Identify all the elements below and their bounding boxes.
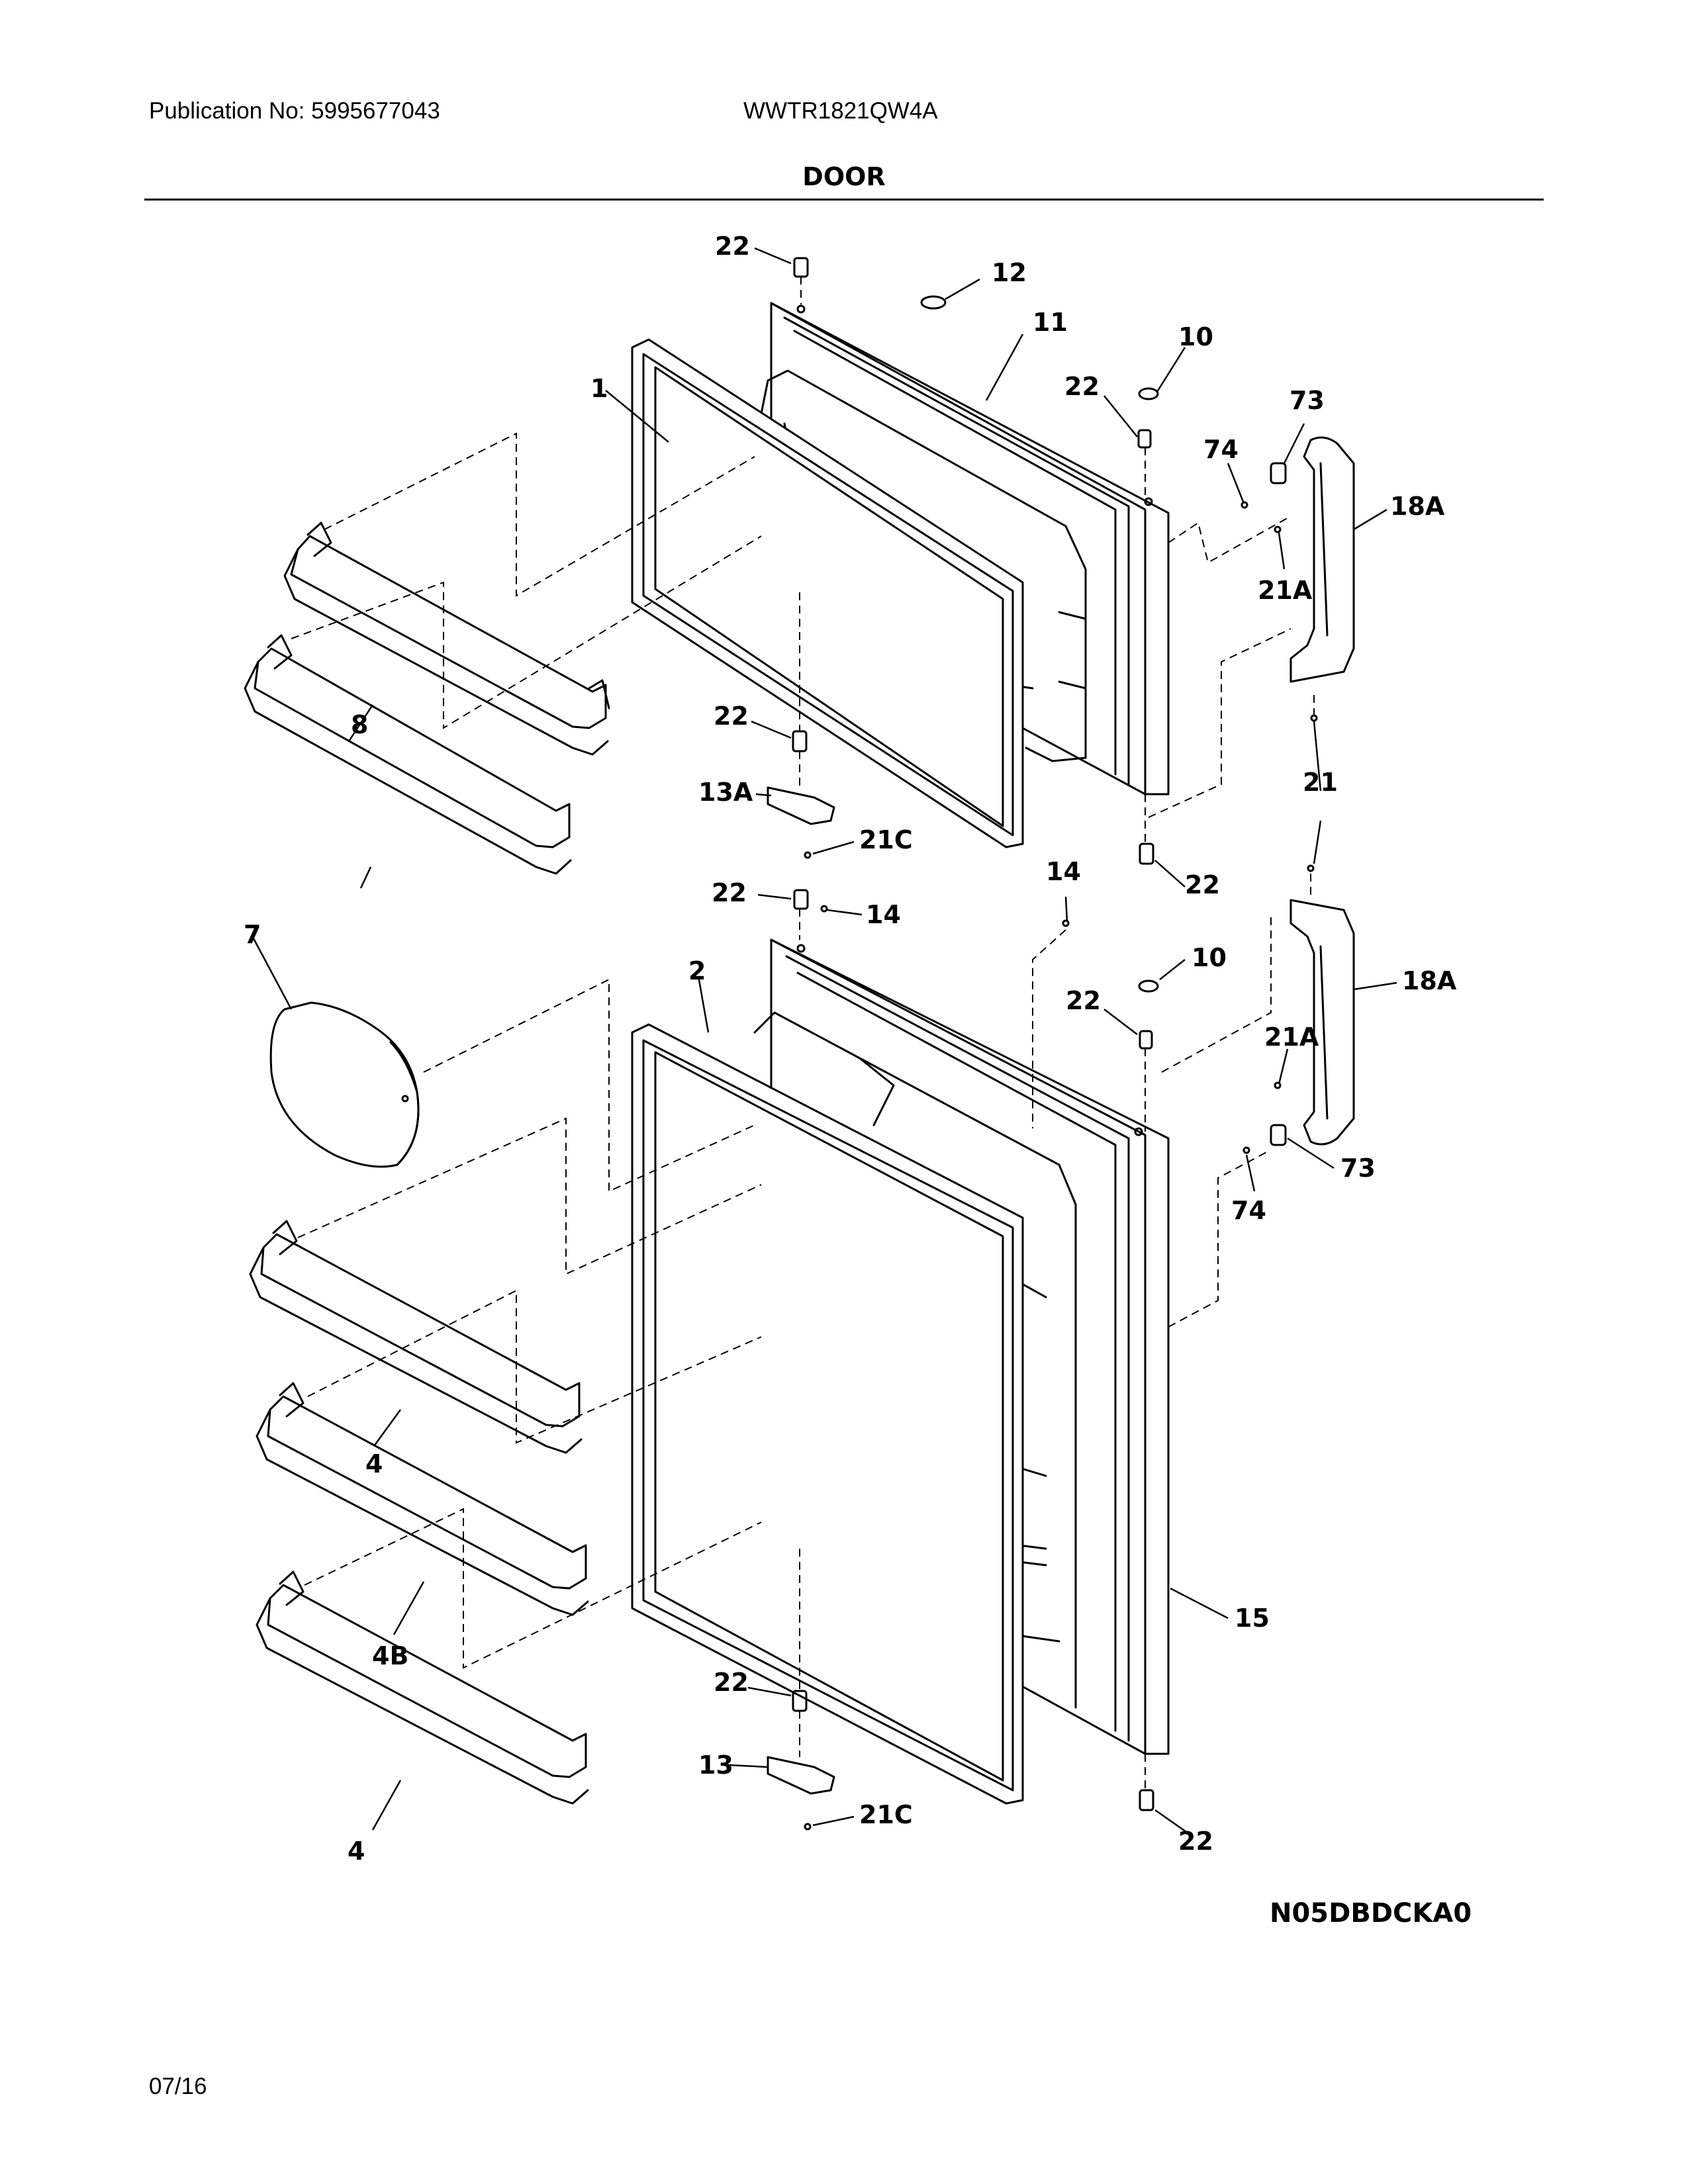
publication-number: Publication No: 5995677043 xyxy=(149,98,440,124)
callout-1: 1 xyxy=(590,374,608,403)
callout-22: 22 xyxy=(714,702,749,731)
callout-4: 4 xyxy=(348,1837,365,1866)
lower-hinge xyxy=(767,1756,835,1795)
callout-22: 22 xyxy=(714,1668,749,1697)
page-title: DOOR xyxy=(802,162,886,191)
callout-74: 74 xyxy=(1203,435,1239,464)
freezer-door-gasket xyxy=(631,338,1024,848)
callout-2: 2 xyxy=(688,956,706,985)
callout-73: 73 xyxy=(1340,1154,1376,1183)
publication-date: 07/16 xyxy=(149,2073,207,2099)
callout-73: 73 xyxy=(1289,386,1325,415)
fresh-food-door-handle xyxy=(1289,899,1355,1146)
dairy-bin xyxy=(269,1001,420,1168)
callout-21c: 21C xyxy=(859,1800,913,1829)
callout-4b: 4B xyxy=(372,1641,408,1670)
diagram-code: N05DBDCKA0 xyxy=(1270,1898,1472,1929)
callout-21: 21 xyxy=(1303,768,1338,797)
callout-10: 10 xyxy=(1192,943,1227,972)
callout-22: 22 xyxy=(1066,986,1101,1015)
header-divider xyxy=(144,199,1544,201)
freezer-door-shelf-upper xyxy=(283,522,610,756)
fresh-food-door-shelf-2 xyxy=(256,1382,589,1616)
callout-13: 13 xyxy=(698,1751,733,1780)
callout-22: 22 xyxy=(712,878,747,907)
callout-12: 12 xyxy=(992,258,1027,287)
callout-18a: 18A xyxy=(1402,966,1457,995)
callout-14: 14 xyxy=(1046,857,1081,886)
upper-hinge xyxy=(767,786,835,825)
callout-74: 74 xyxy=(1231,1196,1266,1225)
callout-11: 11 xyxy=(1033,308,1068,337)
callout-13a: 13A xyxy=(698,778,753,807)
callout-4: 4 xyxy=(365,1449,383,1479)
callout-8: 8 xyxy=(351,710,368,739)
callout-18a: 18A xyxy=(1390,492,1445,521)
fresh-food-door-shelf-1 xyxy=(249,1220,583,1454)
callout-7: 7 xyxy=(244,920,261,949)
fresh-food-door-shelf-3 xyxy=(256,1570,589,1805)
callout-15: 15 xyxy=(1235,1604,1270,1633)
callout-21a: 21A xyxy=(1264,1023,1319,1052)
callout-10: 10 xyxy=(1178,322,1213,351)
model-number: WWTR1821QW4A xyxy=(743,98,938,124)
callout-22: 22 xyxy=(1178,1827,1213,1856)
leader-lines xyxy=(252,247,1397,1835)
fresh-food-door-gasket xyxy=(631,1023,1024,1805)
hardware-parts xyxy=(792,257,1318,1831)
callout-21a: 21A xyxy=(1258,576,1313,605)
callout-21c: 21C xyxy=(859,825,913,854)
assembly-lines xyxy=(291,277,1315,1790)
callout-14: 14 xyxy=(866,900,901,929)
callout-22: 22 xyxy=(1064,372,1100,401)
freezer-door-shelf-lower xyxy=(244,634,572,875)
freezer-door-handle xyxy=(1289,436,1355,683)
callout-22: 22 xyxy=(715,232,750,261)
callout-22: 22 xyxy=(1185,870,1220,899)
